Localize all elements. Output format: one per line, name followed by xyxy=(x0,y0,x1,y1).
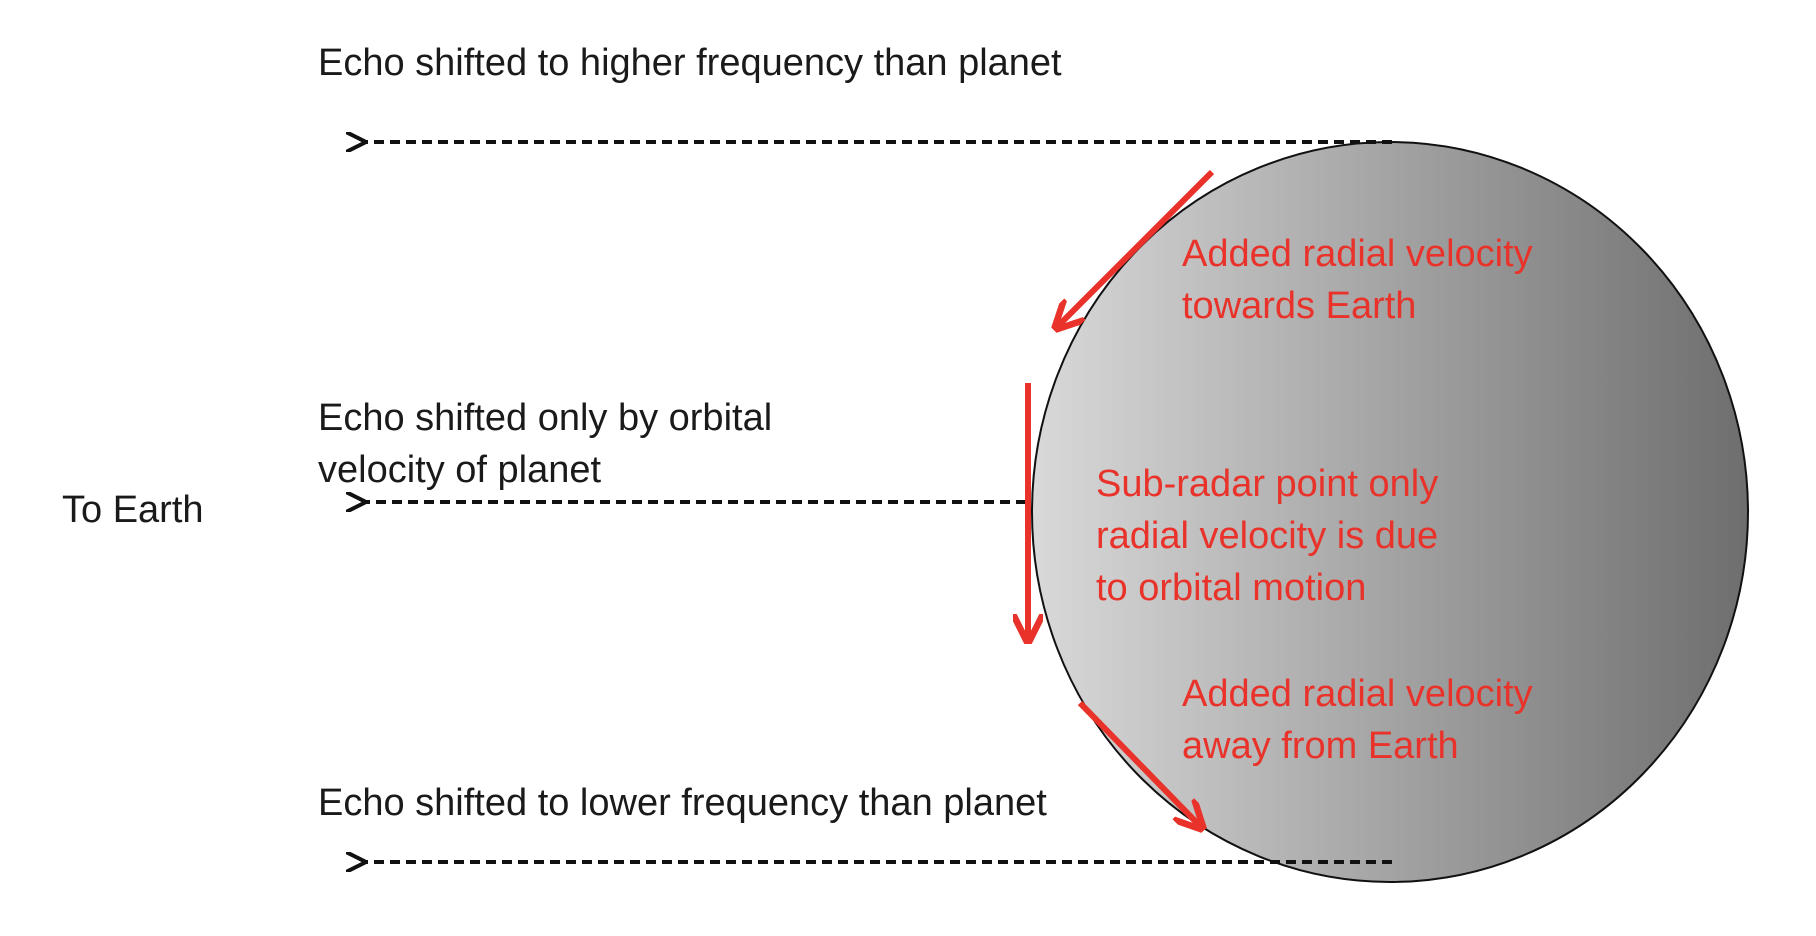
bottom-velocity-label-line-2: away from Earth xyxy=(1182,725,1459,767)
bottom-velocity-label-line-1: Added radial velocity xyxy=(1182,673,1533,715)
bottom-velocity-arrow xyxy=(1077,700,1200,826)
top-echo-label: Echo shifted to higher frequency than pl… xyxy=(318,42,1062,84)
sub-radar-label-line-3: to orbital motion xyxy=(1096,567,1366,609)
bottom-echo-label: Echo shifted to lower frequency than pla… xyxy=(318,782,1047,824)
middle-echo-label-line-1: Echo shifted only by orbital xyxy=(318,397,772,439)
top-velocity-arrow xyxy=(1058,169,1215,326)
to-earth-label: To Earth xyxy=(62,489,204,531)
middle-echo-label-line-2: velocity of planet xyxy=(318,449,601,491)
sub-radar-label-line-1: Sub-radar point only xyxy=(1096,463,1438,505)
sub-radar-label-line-2: radial velocity is due xyxy=(1096,515,1438,557)
top-velocity-label-line-2: towards Earth xyxy=(1182,285,1416,327)
top-velocity-label-line-1: Added radial velocity xyxy=(1182,233,1533,275)
